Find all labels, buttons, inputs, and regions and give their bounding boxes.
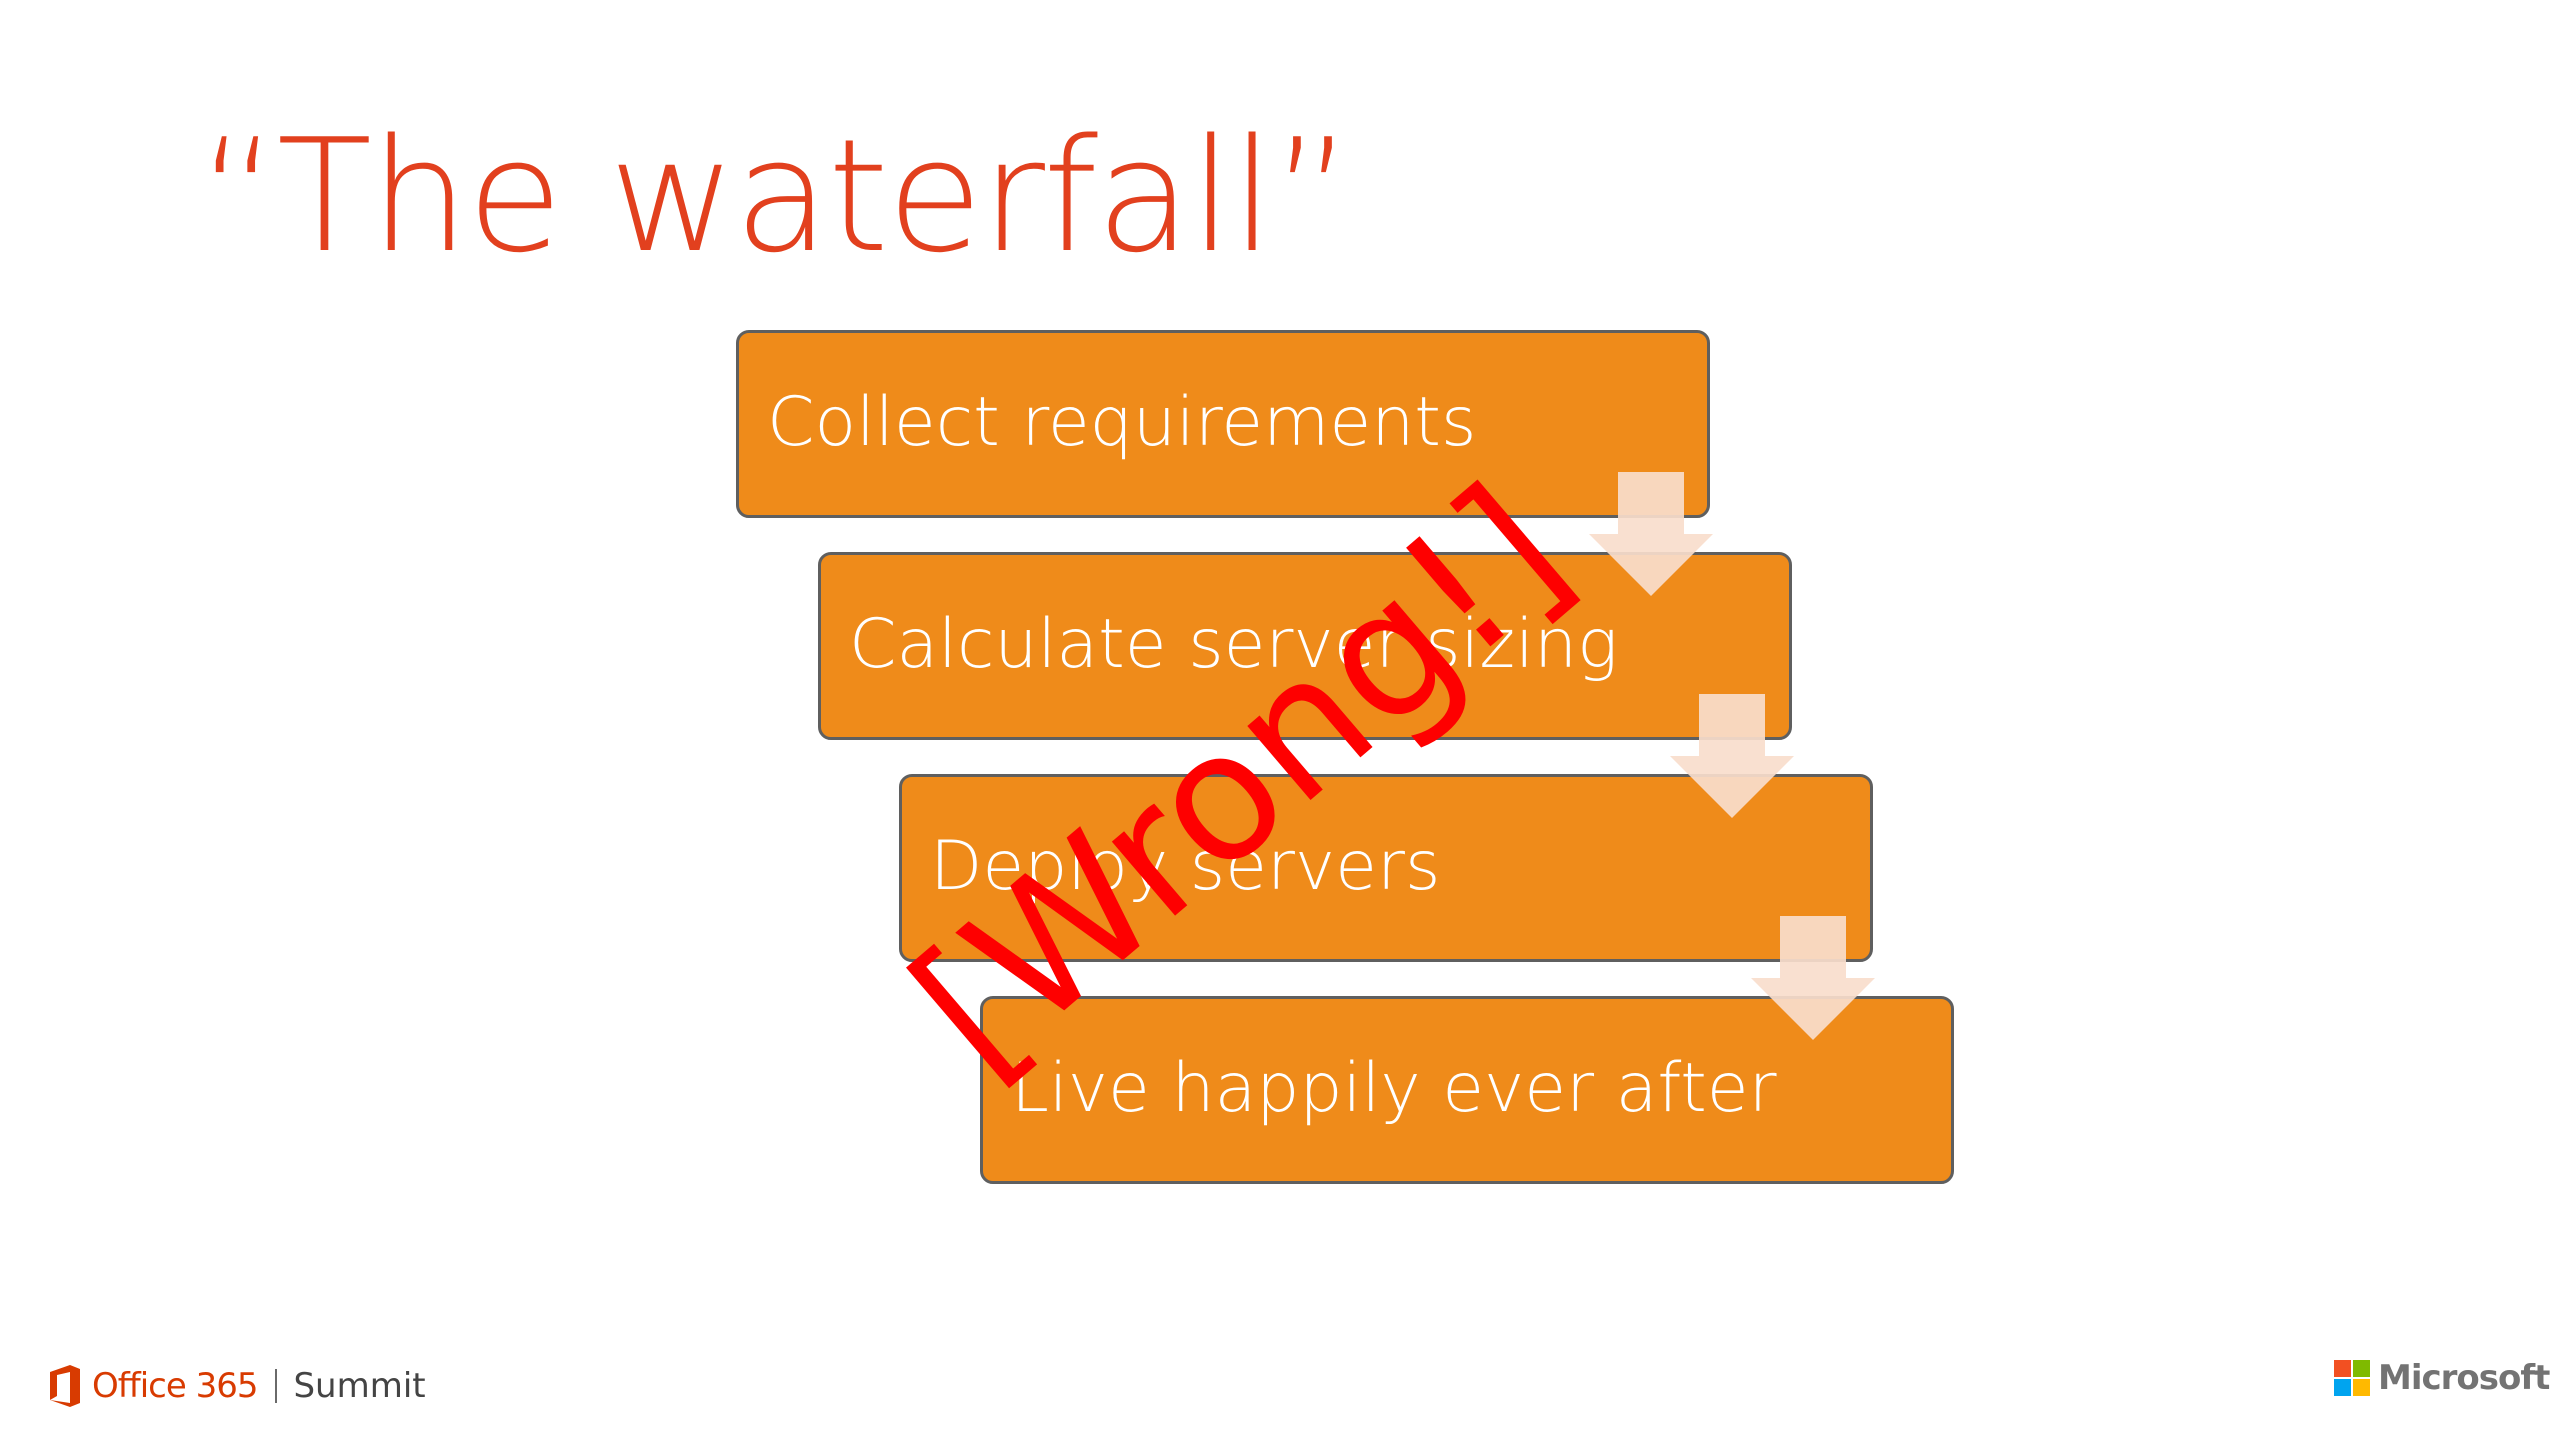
step-deploy-servers: Deploy servers [899, 774, 1873, 962]
arrow-down-icon [1589, 472, 1713, 596]
microsoft-logo-icon [2334, 1360, 2370, 1396]
arrow-down-icon [1670, 694, 1794, 818]
step-collect-requirements: Collect requirements [736, 330, 1710, 518]
step-label: Deploy servers [930, 826, 1441, 906]
arrow-down-icon [1751, 916, 1875, 1040]
microsoft-footer: Microsoft [2334, 1356, 2550, 1400]
step-live-happily: Live happily ever after [980, 996, 1954, 1184]
office-logo-icon [48, 1364, 82, 1408]
microsoft-label: Microsoft [2378, 1358, 2550, 1398]
step-label: Live happily ever after [1011, 1048, 1777, 1128]
step-calculate-server-sizing: Calculate server sizing [818, 552, 1792, 740]
summit-label: Summit [293, 1366, 426, 1406]
step-label: Collect requirements [767, 382, 1477, 462]
step-label: Calculate server sizing [849, 604, 1618, 684]
slide-title: “The waterfall” [198, 105, 1353, 287]
office-365-label: Office 365 [92, 1366, 258, 1406]
footer-divider [275, 1369, 278, 1403]
office-summit-footer: Office 365 Summit [48, 1364, 426, 1408]
